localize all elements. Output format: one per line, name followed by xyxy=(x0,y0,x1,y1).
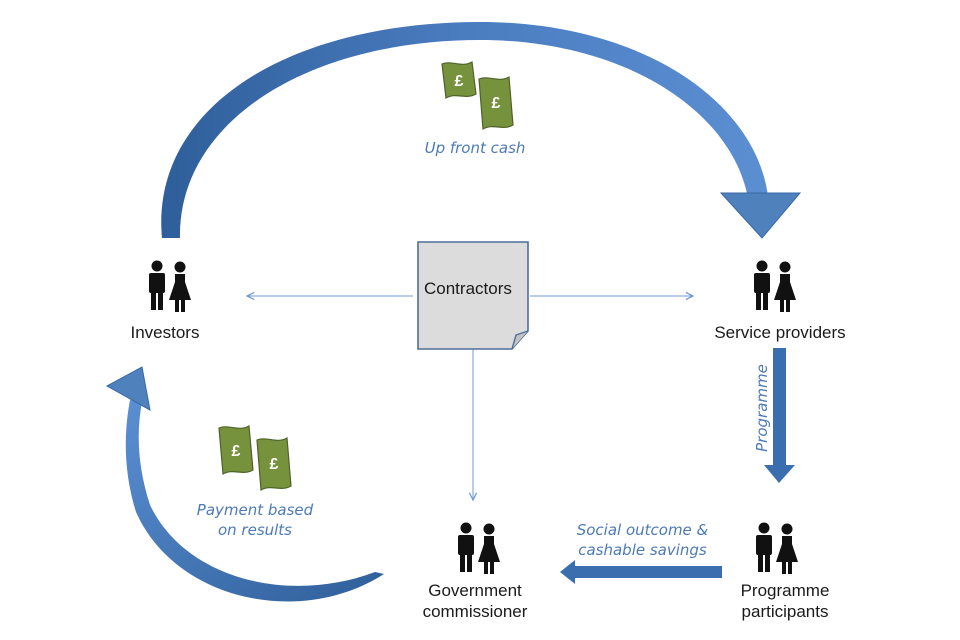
payment-banknote-icon-2: £ xyxy=(256,436,292,492)
svg-text:£: £ xyxy=(232,443,241,460)
contractor-connectors xyxy=(247,296,693,500)
svg-text:£: £ xyxy=(270,456,279,473)
programme-label: Programme xyxy=(753,364,771,452)
up-front-cash-label: Up front cash xyxy=(424,139,526,157)
up-front-cash-banknote-icon-2: £ xyxy=(478,75,514,131)
up-front-cash-banknote-icon-1: £ xyxy=(441,61,477,99)
payment-arrow xyxy=(105,366,384,602)
social-outcome-arrow xyxy=(560,560,722,584)
contractors-label: Contractors xyxy=(424,279,512,298)
government-commissioner-label: Government commissioner xyxy=(422,581,528,621)
social-outcome-label: Social outcome & cashable savings xyxy=(576,521,709,559)
programme-arrow xyxy=(764,348,795,483)
contractors-document-icon xyxy=(417,241,529,350)
programme-participants-label: Programme participants xyxy=(740,581,830,621)
investors-people-icon xyxy=(149,260,191,312)
government-people-icon xyxy=(458,522,500,574)
up-front-cash-arrow xyxy=(161,22,802,239)
payment-banknote-icon-1: £ xyxy=(218,424,254,476)
participants-people-icon xyxy=(756,522,798,574)
svg-text:£: £ xyxy=(455,73,464,90)
payment-based-on-results-label: Payment based on results xyxy=(196,501,314,539)
service-providers-label: Service providers xyxy=(714,323,846,342)
svg-text:£: £ xyxy=(492,95,501,112)
investors-label: Investors xyxy=(130,323,200,342)
service-providers-people-icon xyxy=(754,260,796,312)
